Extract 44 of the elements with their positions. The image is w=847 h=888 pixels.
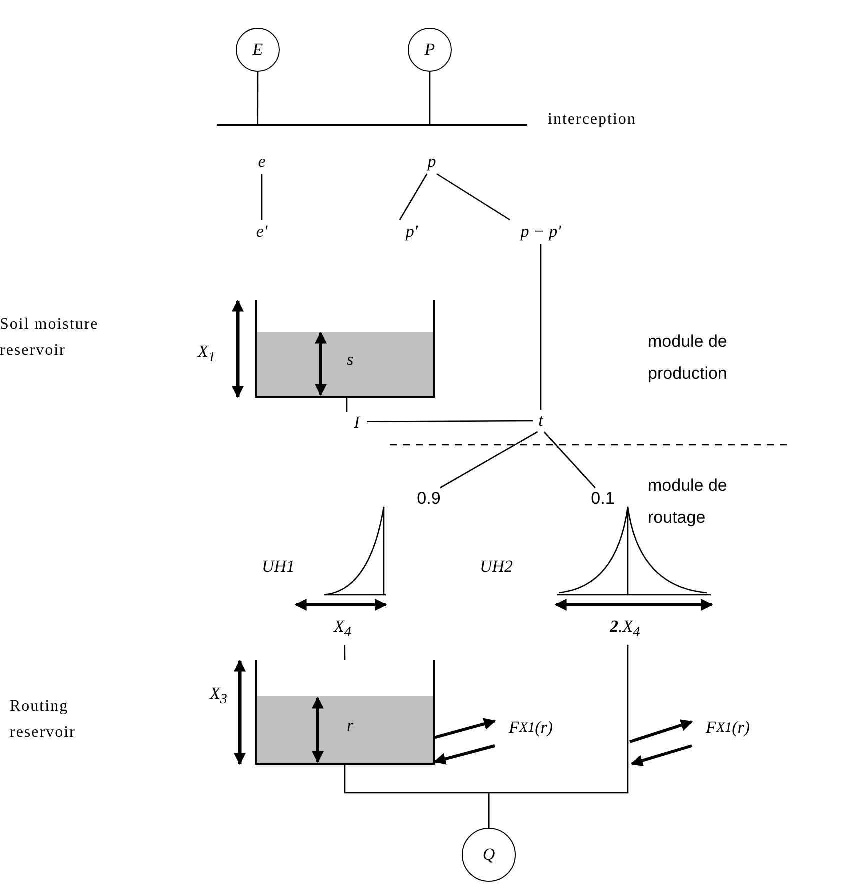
arrow	[434, 718, 496, 740]
interception-label: interception	[548, 110, 636, 130]
variable-circle: Q	[462, 828, 516, 882]
connector-line	[367, 420, 533, 423]
variable-label: p	[420, 150, 444, 174]
variable-circle: E	[236, 28, 280, 72]
reservoir-tank	[255, 660, 435, 765]
variable-label: t	[533, 410, 549, 432]
connector-line	[540, 244, 542, 410]
hydrograph-label: UH1	[262, 557, 296, 577]
variable-label: e	[250, 150, 274, 174]
connector-line	[544, 432, 596, 488]
variable-label: p'	[398, 220, 426, 244]
dimension-label: X$_{3}$	[210, 683, 228, 710]
connector-line	[257, 72, 259, 124]
connector-line	[346, 398, 348, 412]
dimension-label: X$_{1}$	[198, 341, 216, 368]
connector-line	[344, 765, 490, 828]
storage-label: s	[347, 350, 354, 370]
storage-label: r	[347, 716, 354, 736]
connector-line	[261, 174, 263, 220]
variable-circle: P	[408, 28, 452, 72]
variable-label: I	[347, 412, 367, 434]
reservoir-name: Soil moisture reservoir	[0, 315, 100, 361]
hydrograph-label: UH2	[480, 557, 514, 577]
arrow	[630, 720, 694, 744]
duration-label: 2.X$_{4}$	[610, 617, 640, 642]
arrow	[434, 744, 496, 765]
connector-line	[344, 645, 346, 660]
reservoir-name: Routing reservoir	[10, 697, 77, 743]
connector-line	[429, 72, 431, 124]
variable-label: e'	[248, 220, 276, 244]
split-ratio: 0.9	[410, 488, 448, 510]
module-label: module de routage	[648, 475, 728, 529]
duration-label: X$_{4}$	[334, 617, 352, 642]
arrow	[630, 744, 692, 767]
reservoir-tank	[255, 300, 435, 398]
connector-line	[440, 431, 538, 489]
split-ratio: 0.1	[584, 488, 622, 510]
module-label: module de production	[648, 331, 728, 385]
interception-line	[217, 124, 527, 126]
variable-label: p − p'	[510, 220, 572, 244]
connector-line	[436, 173, 510, 221]
connector-line	[399, 174, 428, 220]
